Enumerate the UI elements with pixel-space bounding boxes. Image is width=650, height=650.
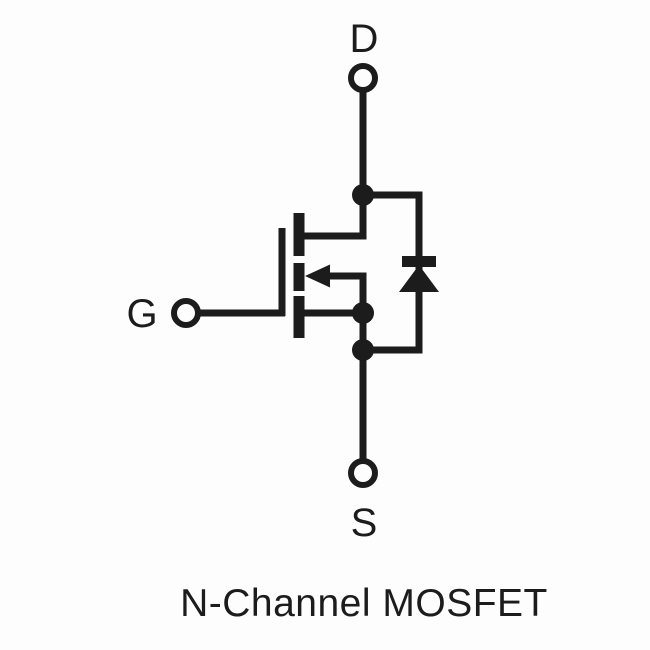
mosfet-body-lead <box>327 272 367 313</box>
gate-terminal-label: G <box>126 292 157 336</box>
body-diode-branch-wire <box>363 191 423 354</box>
source-body-junction-dot <box>352 302 374 324</box>
drain-terminal-label: D <box>350 17 379 61</box>
diode-cathode-bar <box>402 256 436 267</box>
gate-terminal-circle-icon <box>171 298 201 328</box>
mosfet-drain-lead <box>301 195 367 240</box>
mosfet-symbol <box>278 213 330 338</box>
source-terminal-label: S <box>351 501 378 545</box>
schematic-caption: N-Channel MOSFET <box>180 582 548 625</box>
drain-terminal-circle-icon <box>348 63 378 93</box>
diode-anode-triangle-icon <box>399 265 439 292</box>
mosfet-body-arrowhead-icon <box>305 264 330 288</box>
diode-return-junction-dot <box>352 339 374 361</box>
body-diode-symbol <box>399 256 439 292</box>
drain-junction-dot <box>352 184 374 206</box>
source-terminal-circle-icon <box>348 458 378 488</box>
